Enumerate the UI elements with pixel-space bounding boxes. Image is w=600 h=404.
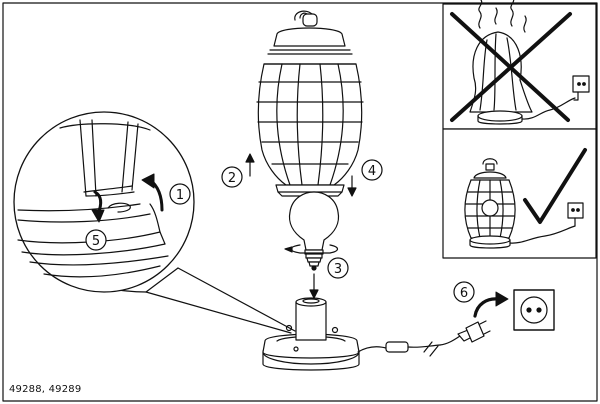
step-2-label: 2 <box>228 171 236 186</box>
arrow-up-lift <box>245 153 255 177</box>
cable-2 <box>509 225 576 244</box>
cross-mark-icon <box>450 12 572 122</box>
step-1-badge: 1 <box>169 183 191 205</box>
step-3-label: 3 <box>334 262 342 277</box>
arrow-down-insert <box>309 273 319 299</box>
step-4-label: 4 <box>368 164 376 179</box>
step-4-badge: 4 <box>361 159 383 181</box>
detail-magnifier <box>13 111 296 334</box>
model-codes: 49288, 49289 <box>9 384 82 395</box>
step-6-label: 6 <box>460 286 468 301</box>
uncovered-lantern-icon <box>464 158 516 249</box>
step-5-label: 5 <box>92 234 100 249</box>
step-1-label: 1 <box>176 188 184 203</box>
inline-switch-icon <box>385 341 409 353</box>
plug-icon <box>465 321 485 343</box>
outlet-icon <box>513 289 555 331</box>
step-2-badge: 2 <box>221 166 243 188</box>
power-cord <box>357 320 491 357</box>
lantern-cage <box>256 10 364 197</box>
arrow-to-socket <box>473 291 509 318</box>
panel-dont-cover <box>442 0 597 130</box>
check-mark-icon <box>523 148 587 224</box>
wall-socket-icon-2 <box>567 202 584 219</box>
cable-1 <box>521 97 576 120</box>
step-5-badge: 5 <box>85 229 107 251</box>
step-6-badge: 6 <box>453 281 475 303</box>
arrow-down-lower <box>347 175 357 197</box>
rotate-arrow-icon <box>284 244 339 254</box>
wall-socket-icon <box>572 75 590 93</box>
light-bulb-icon <box>288 191 340 271</box>
panel-ok-uncovered <box>442 128 597 259</box>
step-3-badge: 3 <box>327 257 349 279</box>
lamp-base <box>262 297 360 371</box>
